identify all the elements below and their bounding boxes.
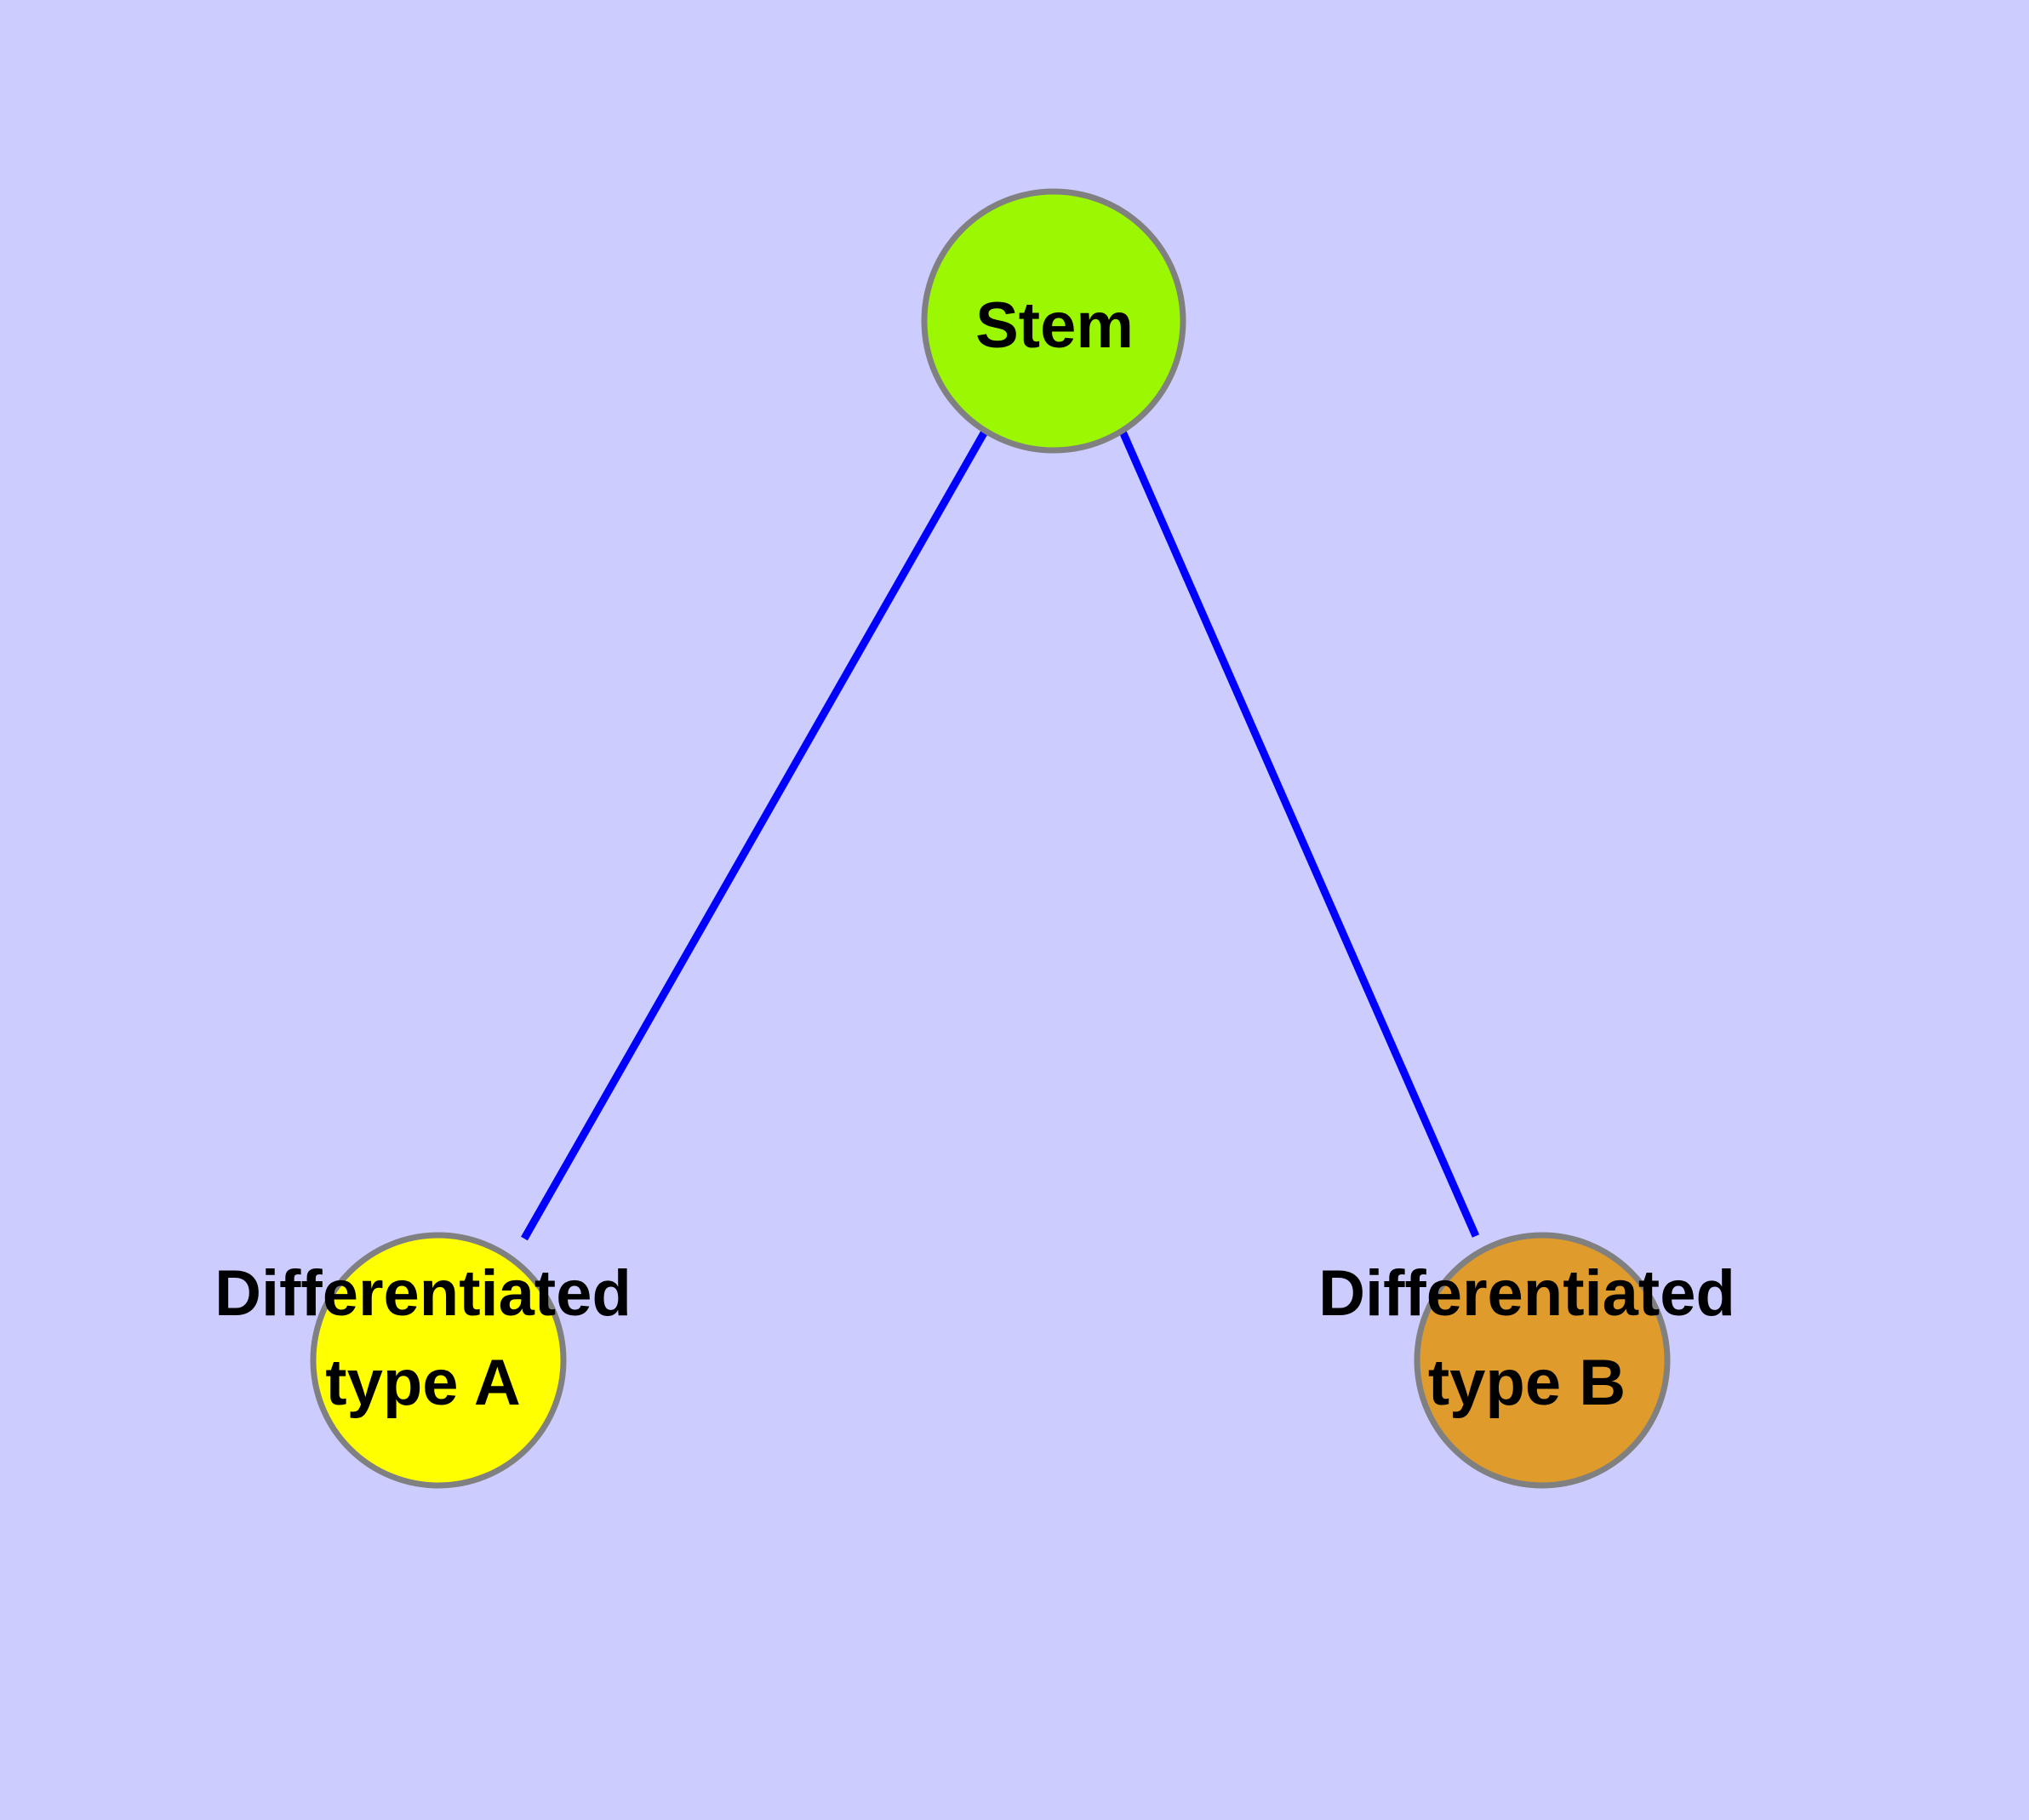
edge-layer: [521, 429, 1480, 1241]
node-layer: [310, 188, 1671, 1489]
node-differentiated-type-a[interactable]: [310, 1232, 567, 1489]
node-label-differentiated-type-a-line2: type A: [325, 1347, 520, 1419]
node-label-differentiated-type-b-line1: Differentiated: [1318, 1257, 1735, 1330]
edge-stem-to-differentiated-type-a[interactable]: [521, 429, 988, 1241]
node-label-stem: Stem: [975, 289, 1134, 362]
label-layer: Stem Differentiated type A Differentiate…: [214, 289, 1735, 1419]
node-label-differentiated-type-a-line1: Differentiated: [214, 1257, 632, 1330]
edge-stem-to-differentiated-type-b[interactable]: [1118, 430, 1480, 1238]
node-stem[interactable]: [921, 188, 1186, 454]
node-label-differentiated-type-b-line2: type B: [1428, 1347, 1626, 1419]
node-differentiated-type-b[interactable]: [1414, 1232, 1671, 1489]
